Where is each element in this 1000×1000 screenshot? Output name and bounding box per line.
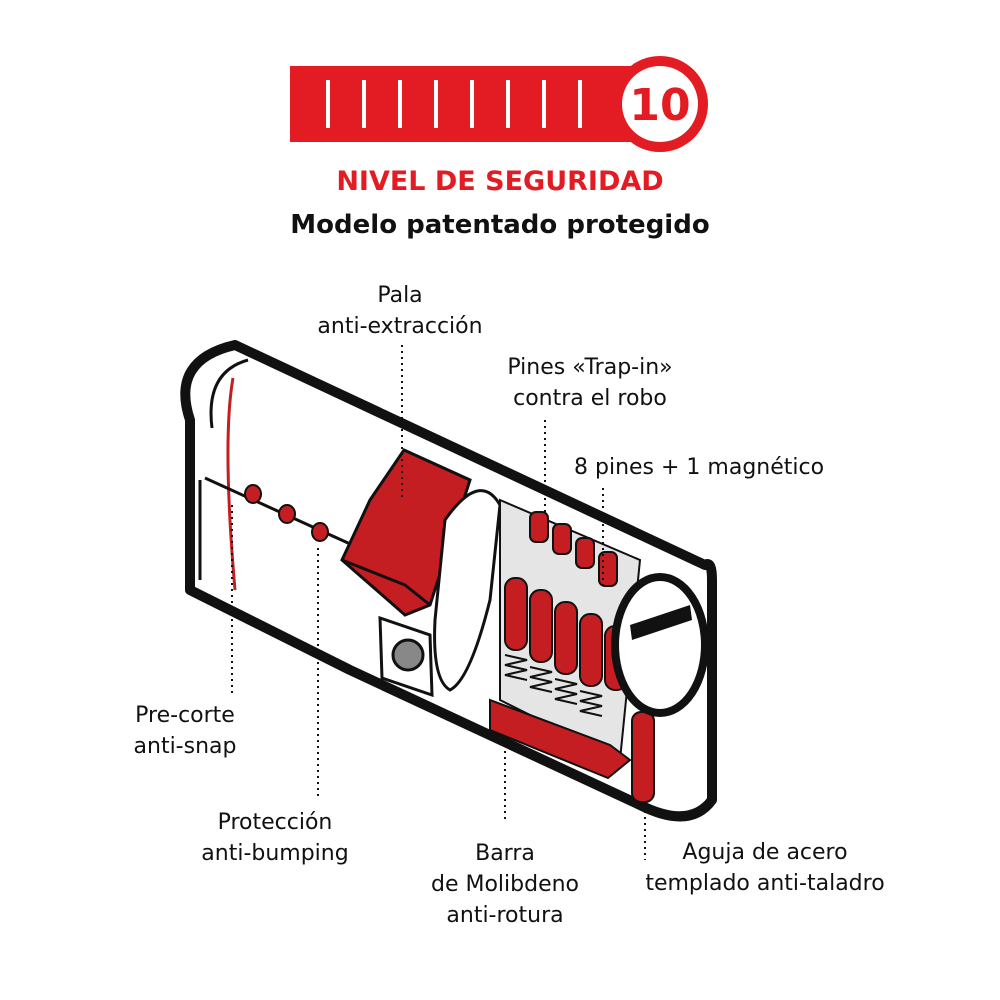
- leader-lines: [231, 345, 646, 860]
- anti-drill-needle: [631, 711, 655, 803]
- callout-aguja-line1: Aguja de acero: [682, 840, 848, 865]
- security-level-title: NIVEL DE SEGURIDAD: [336, 166, 664, 197]
- callout-pala-line1: Pala: [377, 283, 423, 308]
- callout-anti-bumping-line1: Protección: [217, 810, 333, 835]
- callout-pre-corte-line1: Pre-corte: [135, 703, 235, 728]
- callout-pala: Pala anti-extracción: [300, 280, 500, 342]
- cam-pala: [340, 448, 472, 617]
- screw-block: [378, 615, 434, 698]
- callout-pines: 8 pines + 1 magnético: [574, 452, 824, 483]
- callout-pines-line1: 8 pines + 1 magnético: [574, 455, 825, 480]
- callout-trap-in-line2: contra el robo: [513, 386, 667, 411]
- level-number: 10: [629, 80, 690, 131]
- level-bar-ticks: [326, 80, 582, 128]
- subtitle: Modelo patentado protegido: [290, 210, 710, 240]
- callout-barra: Barra de Molibdeno anti-rotura: [405, 838, 605, 931]
- level-circle-inner: [622, 66, 698, 142]
- callout-anti-bumping: Protección anti-bumping: [185, 807, 365, 869]
- callout-pre-corte-line2: anti-snap: [133, 734, 237, 759]
- pin-springs: [504, 654, 603, 717]
- callout-barra-line3: anti-rotura: [446, 903, 564, 928]
- callout-barra-line1: Barra: [475, 841, 535, 866]
- callout-anti-bumping-line2: anti-bumping: [201, 841, 349, 866]
- molybdenum-bar: [489, 698, 632, 780]
- callout-pala-line2: anti-extracción: [317, 314, 483, 339]
- callout-aguja: Aguja de acero templado anti-taladro: [620, 837, 910, 899]
- callout-trap-in: Pines «Trap-in» contra el robo: [480, 352, 700, 414]
- level-bar: [290, 66, 646, 142]
- security-level-badge: 10: [290, 56, 708, 152]
- keyhole-face: [611, 573, 709, 717]
- callout-pre-corte: Pre-corte anti-snap: [110, 700, 260, 762]
- anti-bumping-holes: [244, 484, 329, 542]
- callout-barra-line2: de Molibdeno: [430, 872, 580, 897]
- callout-trap-in-line1: Pines «Trap-in»: [507, 355, 673, 380]
- callout-aguja-line2: templado anti-taladro: [645, 871, 885, 896]
- plug-cut: [433, 489, 502, 692]
